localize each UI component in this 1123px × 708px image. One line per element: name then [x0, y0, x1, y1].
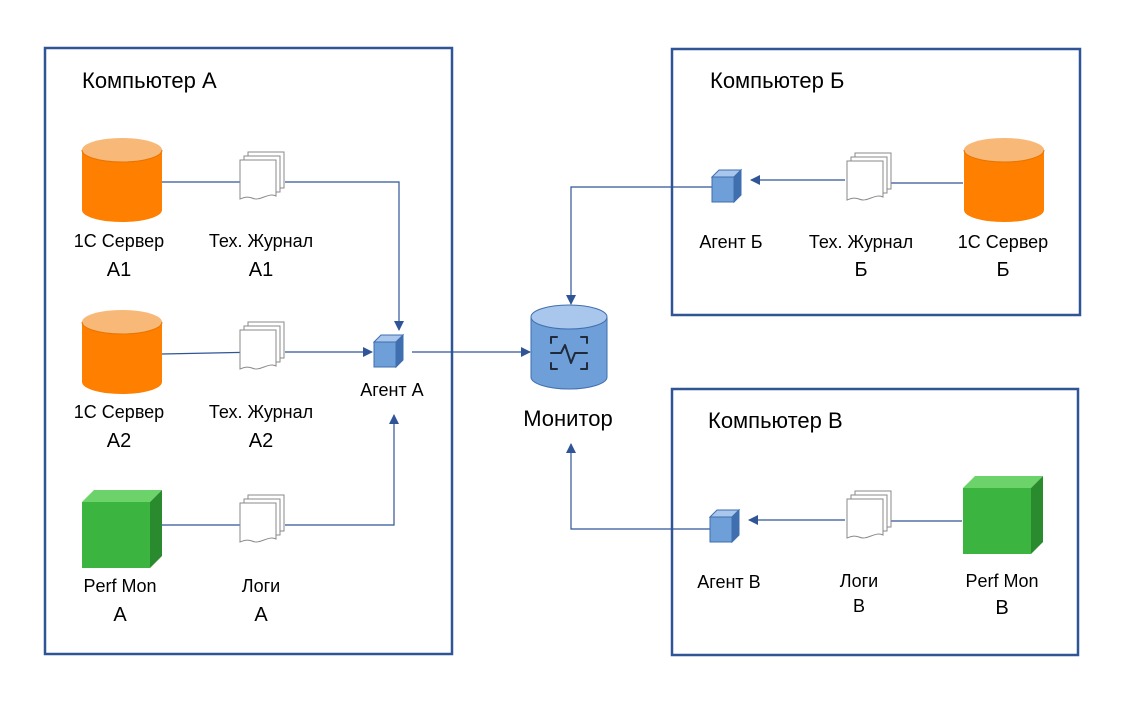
- panel-title-a: Компьютер А: [82, 68, 217, 93]
- log-b-label: Тех. Журнал: [809, 232, 913, 252]
- log-b-id: Б: [854, 259, 867, 281]
- log-a1-id: А1: [249, 259, 273, 281]
- perf-a-label: Perf Mon: [83, 576, 156, 596]
- arrow-agent-b-to-monitor: [566, 186, 712, 305]
- log-a2-label: Тех. Журнал: [209, 402, 313, 422]
- perf-a-id: А: [113, 604, 127, 626]
- panel-title-v: Компьютер В: [708, 408, 843, 433]
- arrow-log-a1-to-agent-a: [285, 181, 404, 331]
- log-a1-label: Тех. Журнал: [209, 231, 313, 251]
- documents-icon: [239, 151, 285, 200]
- server-a1-label: 1С Сервер: [74, 231, 164, 251]
- server-a2-label: 1С Сервер: [74, 402, 164, 422]
- documents-icon: [846, 490, 892, 539]
- logs-v-label: Логи: [840, 571, 878, 591]
- server-b-id: Б: [996, 259, 1009, 281]
- agent-v-label: Агент В: [697, 572, 760, 592]
- panel-computer-a: [43, 46, 454, 656]
- server-b-label: 1С Сервер: [958, 232, 1048, 252]
- monitor-label: Монитор: [523, 406, 613, 431]
- arrow-agent-v-to-monitor: [566, 443, 712, 530]
- documents-icon: [239, 494, 285, 543]
- logs-a-id: А: [254, 604, 268, 626]
- perf-v-id: В: [995, 597, 1008, 619]
- logs-v-id: В: [853, 596, 865, 616]
- perf-v-label: Perf Mon: [965, 571, 1038, 591]
- agent-b-label: Агент Б: [699, 232, 762, 252]
- agent-cube-icon: [373, 334, 404, 368]
- log-a2-id: А2: [249, 430, 273, 452]
- agent-cube-icon: [709, 509, 740, 543]
- agent-a-label: Агент А: [360, 380, 423, 400]
- logs-a-label: Логи: [242, 576, 280, 596]
- connectors: [161, 175, 963, 530]
- cube-icon: [82, 490, 162, 568]
- panel-title-b: Компьютер Б: [710, 68, 844, 93]
- cube-icon: [963, 476, 1043, 554]
- panel-computer-b: [670, 47, 1082, 317]
- database-icon: [81, 137, 163, 223]
- documents-icon: [846, 152, 892, 201]
- agent-cube-icon: [711, 169, 742, 203]
- server-a2-id: А2: [107, 430, 131, 452]
- database-icon: [963, 137, 1045, 223]
- monitor-database-icon: [530, 304, 608, 390]
- documents-icon: [239, 321, 285, 370]
- database-icon: [81, 309, 163, 395]
- panel-computer-v: [670, 387, 1080, 657]
- arrow-logs-a-to-agent-a: [285, 414, 399, 526]
- server-a1-id: А1: [107, 259, 131, 281]
